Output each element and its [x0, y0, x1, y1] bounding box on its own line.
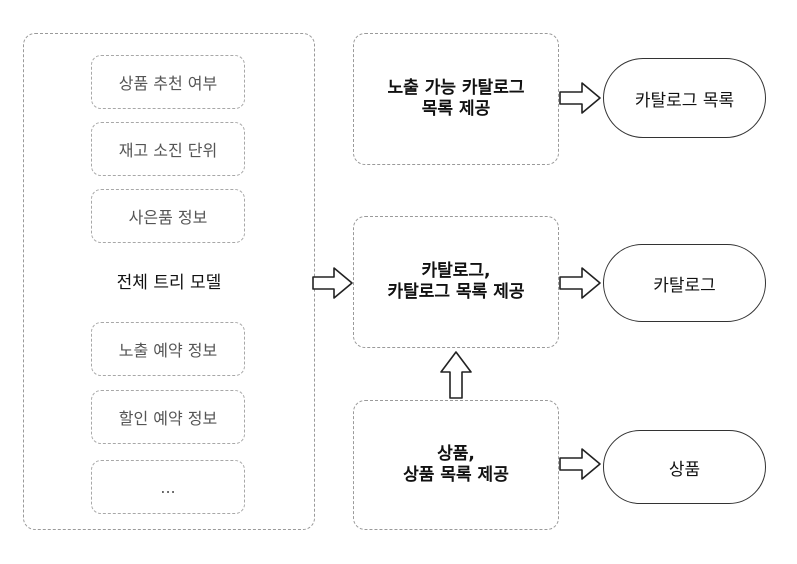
service-top-line2: 목록 제공: [421, 99, 491, 119]
arrow-to-catalog-list: [559, 82, 601, 114]
output-catalog: 카탈로그: [603, 244, 766, 322]
service-middle-line1: 카탈로그,: [421, 261, 491, 281]
service-bottom-line2: 상품 목록 제공: [403, 465, 509, 485]
service-top-line1: 노출 가능 카탈로그: [387, 78, 525, 98]
service-exposable-catalog-list: 노출 가능 카탈로그 목록 제공: [353, 33, 559, 165]
entire-tree-model-label: 전체 트리 모델: [116, 273, 222, 293]
arrow-to-product: [559, 448, 601, 480]
attribute-stock-unit: 재고 소진 단위: [91, 122, 245, 176]
entire-tree-model-container: [23, 33, 315, 530]
service-catalog: 카탈로그, 카탈로그 목록 제공: [353, 216, 559, 348]
service-bottom-line1: 상품,: [437, 444, 475, 464]
arrow-model-to-catalog-service: [312, 267, 353, 299]
output-catalog-list: 카탈로그 목록: [603, 58, 766, 138]
arrow-product-to-catalog-service: [440, 351, 472, 399]
output-product: 상품: [603, 430, 766, 504]
arrow-to-catalog: [559, 267, 601, 299]
attribute-product-recommendation: 상품 추천 여부: [91, 55, 245, 109]
attribute-discount-reservation: 할인 예약 정보: [91, 390, 245, 444]
attribute-more: ...: [91, 460, 245, 514]
service-middle-line2: 카탈로그 목록 제공: [387, 282, 525, 302]
attribute-gift-info: 사은품 정보: [91, 189, 245, 243]
attribute-exposure-reservation: 노출 예약 정보: [91, 322, 245, 376]
service-product: 상품, 상품 목록 제공: [353, 400, 559, 530]
